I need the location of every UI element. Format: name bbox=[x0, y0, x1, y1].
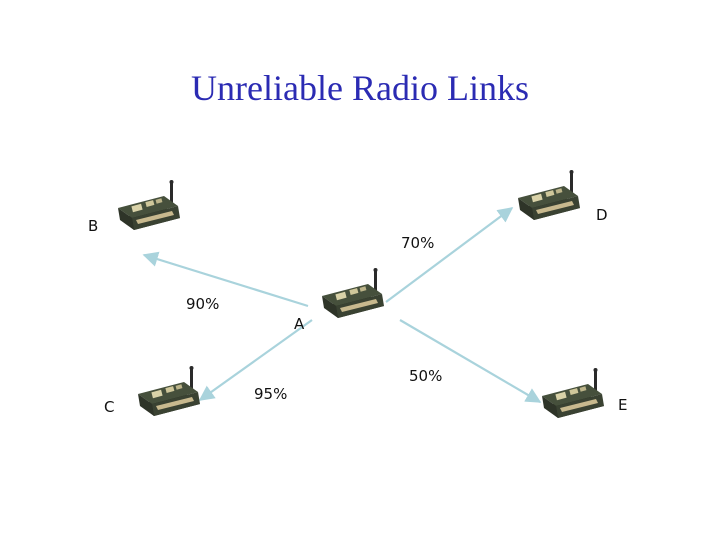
mote-B bbox=[118, 180, 180, 230]
link-arrow-a-c bbox=[198, 319, 313, 401]
radio-mote-icon bbox=[322, 268, 384, 318]
link-label-a-c: 95% bbox=[254, 385, 288, 403]
links-layer bbox=[142, 207, 542, 403]
link-arrow-a-d bbox=[385, 207, 514, 303]
mote-D bbox=[518, 170, 580, 220]
mote-C bbox=[138, 366, 200, 416]
radio-mote-icon bbox=[118, 180, 180, 230]
node-label-c: C bbox=[104, 398, 115, 416]
node-label-b: B bbox=[88, 217, 99, 235]
link-label-a-e: 50% bbox=[409, 367, 443, 385]
radio-mote-icon bbox=[542, 368, 604, 418]
node-label-a: A bbox=[294, 315, 305, 333]
node-label-d: D bbox=[596, 206, 608, 224]
radio-mote-icon bbox=[138, 366, 200, 416]
radio-mote-icon bbox=[518, 170, 580, 220]
link-label-a-d: 70% bbox=[401, 234, 435, 252]
mote-E bbox=[542, 368, 604, 418]
node-label-e: E bbox=[618, 396, 628, 414]
slide-title: Unreliable Radio Links bbox=[191, 68, 529, 108]
mote-A bbox=[322, 268, 384, 318]
link-arrow-a-b bbox=[142, 251, 309, 308]
link-label-a-b: 90% bbox=[186, 295, 220, 313]
link-arrow-a-e bbox=[399, 319, 542, 403]
